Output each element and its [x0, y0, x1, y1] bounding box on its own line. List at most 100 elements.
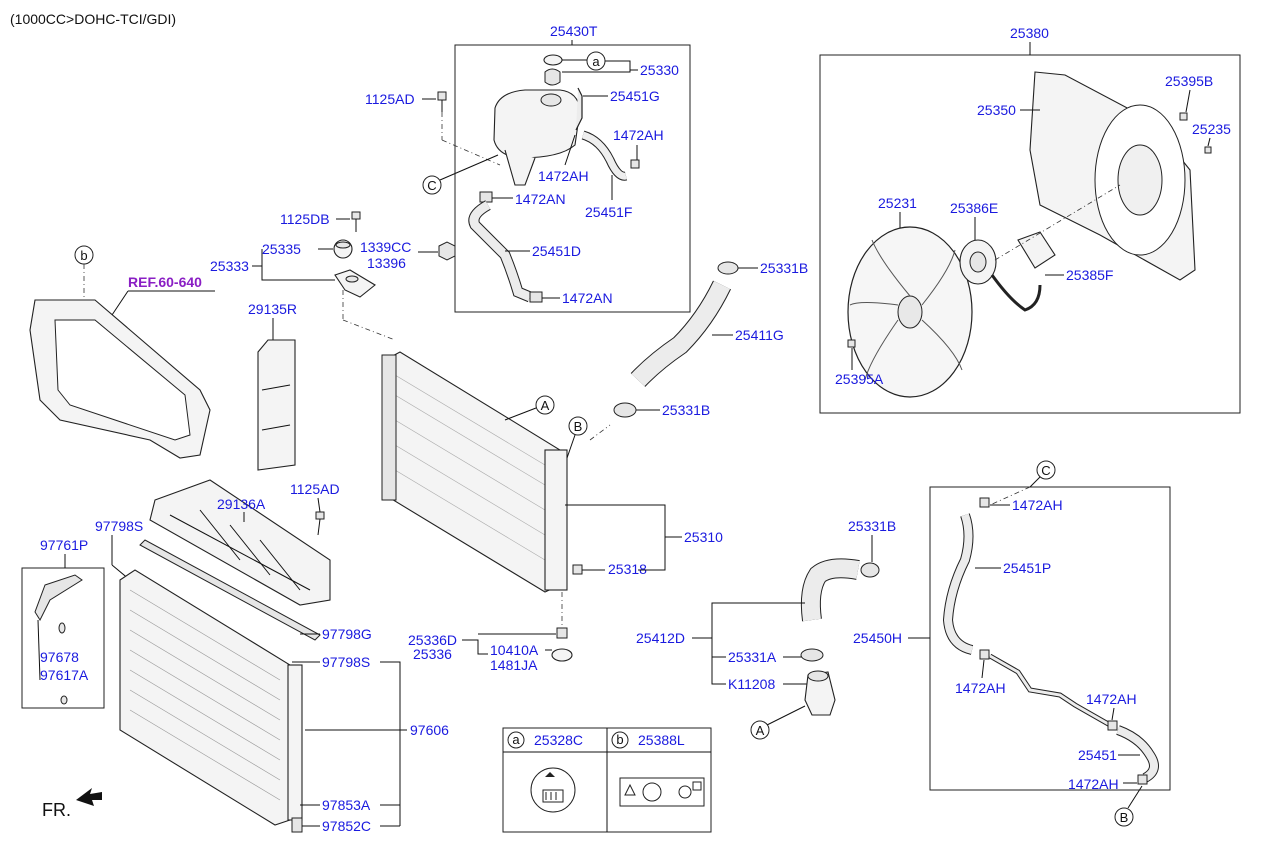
part-label-97798S-b[interactable]: 97798S	[322, 654, 370, 670]
legend-key-a: a	[512, 732, 520, 747]
nut-13396	[438, 241, 456, 261]
part-label-25331B-a[interactable]: 25331B	[760, 260, 808, 276]
part-label-97606[interactable]: 97606	[410, 722, 449, 738]
legend-table: a 25328C b 25388L	[502, 727, 712, 833]
front-indicator: FR.	[42, 800, 71, 820]
part-label-1125AD-mid[interactable]: 1125AD	[290, 481, 340, 497]
part-label-25451G[interactable]: 25451G	[610, 88, 660, 104]
part-label-1481JA[interactable]: 1481JA	[490, 657, 538, 673]
part-label-25450H[interactable]: 25450H	[853, 630, 902, 646]
grommet-25335	[333, 239, 353, 259]
part-label-97852C[interactable]: 97852C	[322, 818, 371, 834]
part-label-1472AN-b[interactable]: 1472AN	[562, 290, 613, 306]
part-label-29135R[interactable]: 29135R	[248, 301, 297, 317]
part-label-25331B-c[interactable]: 25331B	[848, 518, 896, 534]
air-guard-29135R	[257, 339, 296, 471]
part-label-25451F[interactable]: 25451F	[585, 204, 632, 220]
part-label-97798S-a[interactable]: 97798S	[95, 518, 143, 534]
part-label-25385F[interactable]: 25385F	[1066, 267, 1113, 283]
clamp-25331A	[800, 648, 824, 662]
part-label-1472AN-a[interactable]: 1472AN	[515, 191, 566, 207]
bolt-25395B	[1179, 112, 1188, 121]
radiator-25310	[381, 351, 568, 593]
part-label-25395A[interactable]: 25395A	[835, 371, 884, 387]
callout-A-circle-lower	[750, 720, 770, 740]
part-label-25451[interactable]: 25451	[1078, 747, 1117, 763]
seal-strip-97798G	[139, 539, 321, 641]
drain-plug-25336	[551, 627, 573, 662]
part-label-K11208[interactable]: K11208	[728, 676, 775, 692]
part-label-1339CC[interactable]: 1339CC	[360, 239, 411, 255]
callout-B-circle-right	[1114, 807, 1134, 827]
callout-A-circle-radiator	[535, 395, 555, 415]
part-label-25331B-b[interactable]: 25331B	[662, 402, 710, 418]
part-label-25335[interactable]: 25335	[262, 241, 301, 257]
engine-spec-header: (1000CC>DOHC-TCI/GDI)	[10, 11, 176, 27]
part-label-1125DB[interactable]: 1125DB	[280, 211, 330, 227]
legend-part-25328C[interactable]: 25328C	[534, 732, 583, 748]
part-label-25336[interactable]: 25336	[413, 646, 452, 662]
part-label-97798G[interactable]: 97798G	[322, 626, 372, 642]
callout-b: b	[80, 248, 87, 263]
part-label-29136A[interactable]: 29136A	[217, 496, 266, 512]
screw-25395A	[847, 339, 856, 348]
bracket-kit-box	[21, 567, 105, 709]
fan-resistor-25385F	[1017, 231, 1056, 269]
legend-part-25388L[interactable]: 25388L	[638, 732, 685, 748]
part-label-10410A[interactable]: 10410A	[490, 642, 539, 658]
part-label-25330[interactable]: 25330	[640, 62, 679, 78]
clamp-25331B-c	[860, 562, 880, 578]
bolt-1125AD	[437, 91, 447, 112]
part-label-25336D[interactable]: 25336D	[408, 632, 457, 648]
drier-plug-97852C	[291, 817, 303, 833]
bolt-25235	[1204, 146, 1212, 154]
fan-motor-25386E	[959, 239, 997, 285]
callout-a: a	[592, 54, 600, 69]
part-label-25350[interactable]: 25350	[977, 102, 1016, 118]
part-label-13396[interactable]: 13396	[367, 255, 406, 271]
condenser-97606	[119, 569, 303, 826]
part-label-97617A[interactable]: 97617A	[40, 667, 89, 683]
part-label-25231[interactable]: 25231	[878, 195, 917, 211]
part-label-1472AH-mid[interactable]: 1472AH	[538, 168, 589, 184]
bracket-25333	[334, 269, 376, 298]
coolant-reservoir	[493, 54, 581, 186]
part-label-25451P[interactable]: 25451P	[1003, 560, 1051, 576]
part-label-25380[interactable]: 25380	[1010, 25, 1049, 41]
bolt-1125DB	[351, 211, 361, 232]
part-label-1125AD-top[interactable]: 1125AD	[365, 91, 415, 107]
callout-B-circle-radiator	[568, 416, 588, 436]
part-label-25310[interactable]: 25310	[684, 529, 723, 545]
radiator-support-panel	[29, 299, 211, 459]
part-label-25235[interactable]: 25235	[1192, 121, 1231, 137]
part-label-25333[interactable]: 25333	[210, 258, 249, 274]
part-label-1472AH-r3[interactable]: 1472AH	[1086, 691, 1137, 707]
callout-C-right: C	[1041, 463, 1050, 478]
callout-A-radiator: A	[541, 398, 550, 413]
warning-label-icon	[530, 767, 576, 813]
part-label-1472AH-r4[interactable]: 1472AH	[1068, 776, 1119, 792]
callout-A-lower: A	[756, 723, 765, 738]
part-label-25430T[interactable]: 25430T	[550, 23, 598, 39]
fitting-K11208	[804, 670, 836, 716]
part-label-25331A[interactable]: 25331A	[728, 649, 777, 665]
ref-label-60-640[interactable]: REF.60-640	[128, 274, 202, 290]
clamp-25331B-b	[613, 402, 637, 418]
callout-B-radiator: B	[574, 419, 583, 434]
callout-C-top: C	[427, 178, 436, 193]
part-label-97678[interactable]: 97678	[40, 649, 79, 665]
part-label-25451D[interactable]: 25451D	[532, 243, 581, 259]
part-label-1472AH-r2[interactable]: 1472AH	[955, 680, 1006, 696]
part-label-25395B[interactable]: 25395B	[1165, 73, 1213, 89]
part-label-97853A[interactable]: 97853A	[322, 797, 371, 813]
part-label-25318[interactable]: 25318	[608, 561, 647, 577]
part-label-25412D[interactable]: 25412D	[636, 630, 685, 646]
part-label-1472AH-r1[interactable]: 1472AH	[1012, 497, 1063, 513]
part-label-1472AH-top[interactable]: 1472AH	[613, 127, 664, 143]
part-label-25411G[interactable]: 25411G	[735, 327, 784, 343]
fan-shroud-25350	[1029, 71, 1196, 281]
clamp-25331B-a	[717, 261, 739, 275]
fan-blade-25231	[847, 226, 973, 398]
part-label-25386E[interactable]: 25386E	[950, 200, 998, 216]
part-label-97761P[interactable]: 97761P	[40, 537, 88, 553]
